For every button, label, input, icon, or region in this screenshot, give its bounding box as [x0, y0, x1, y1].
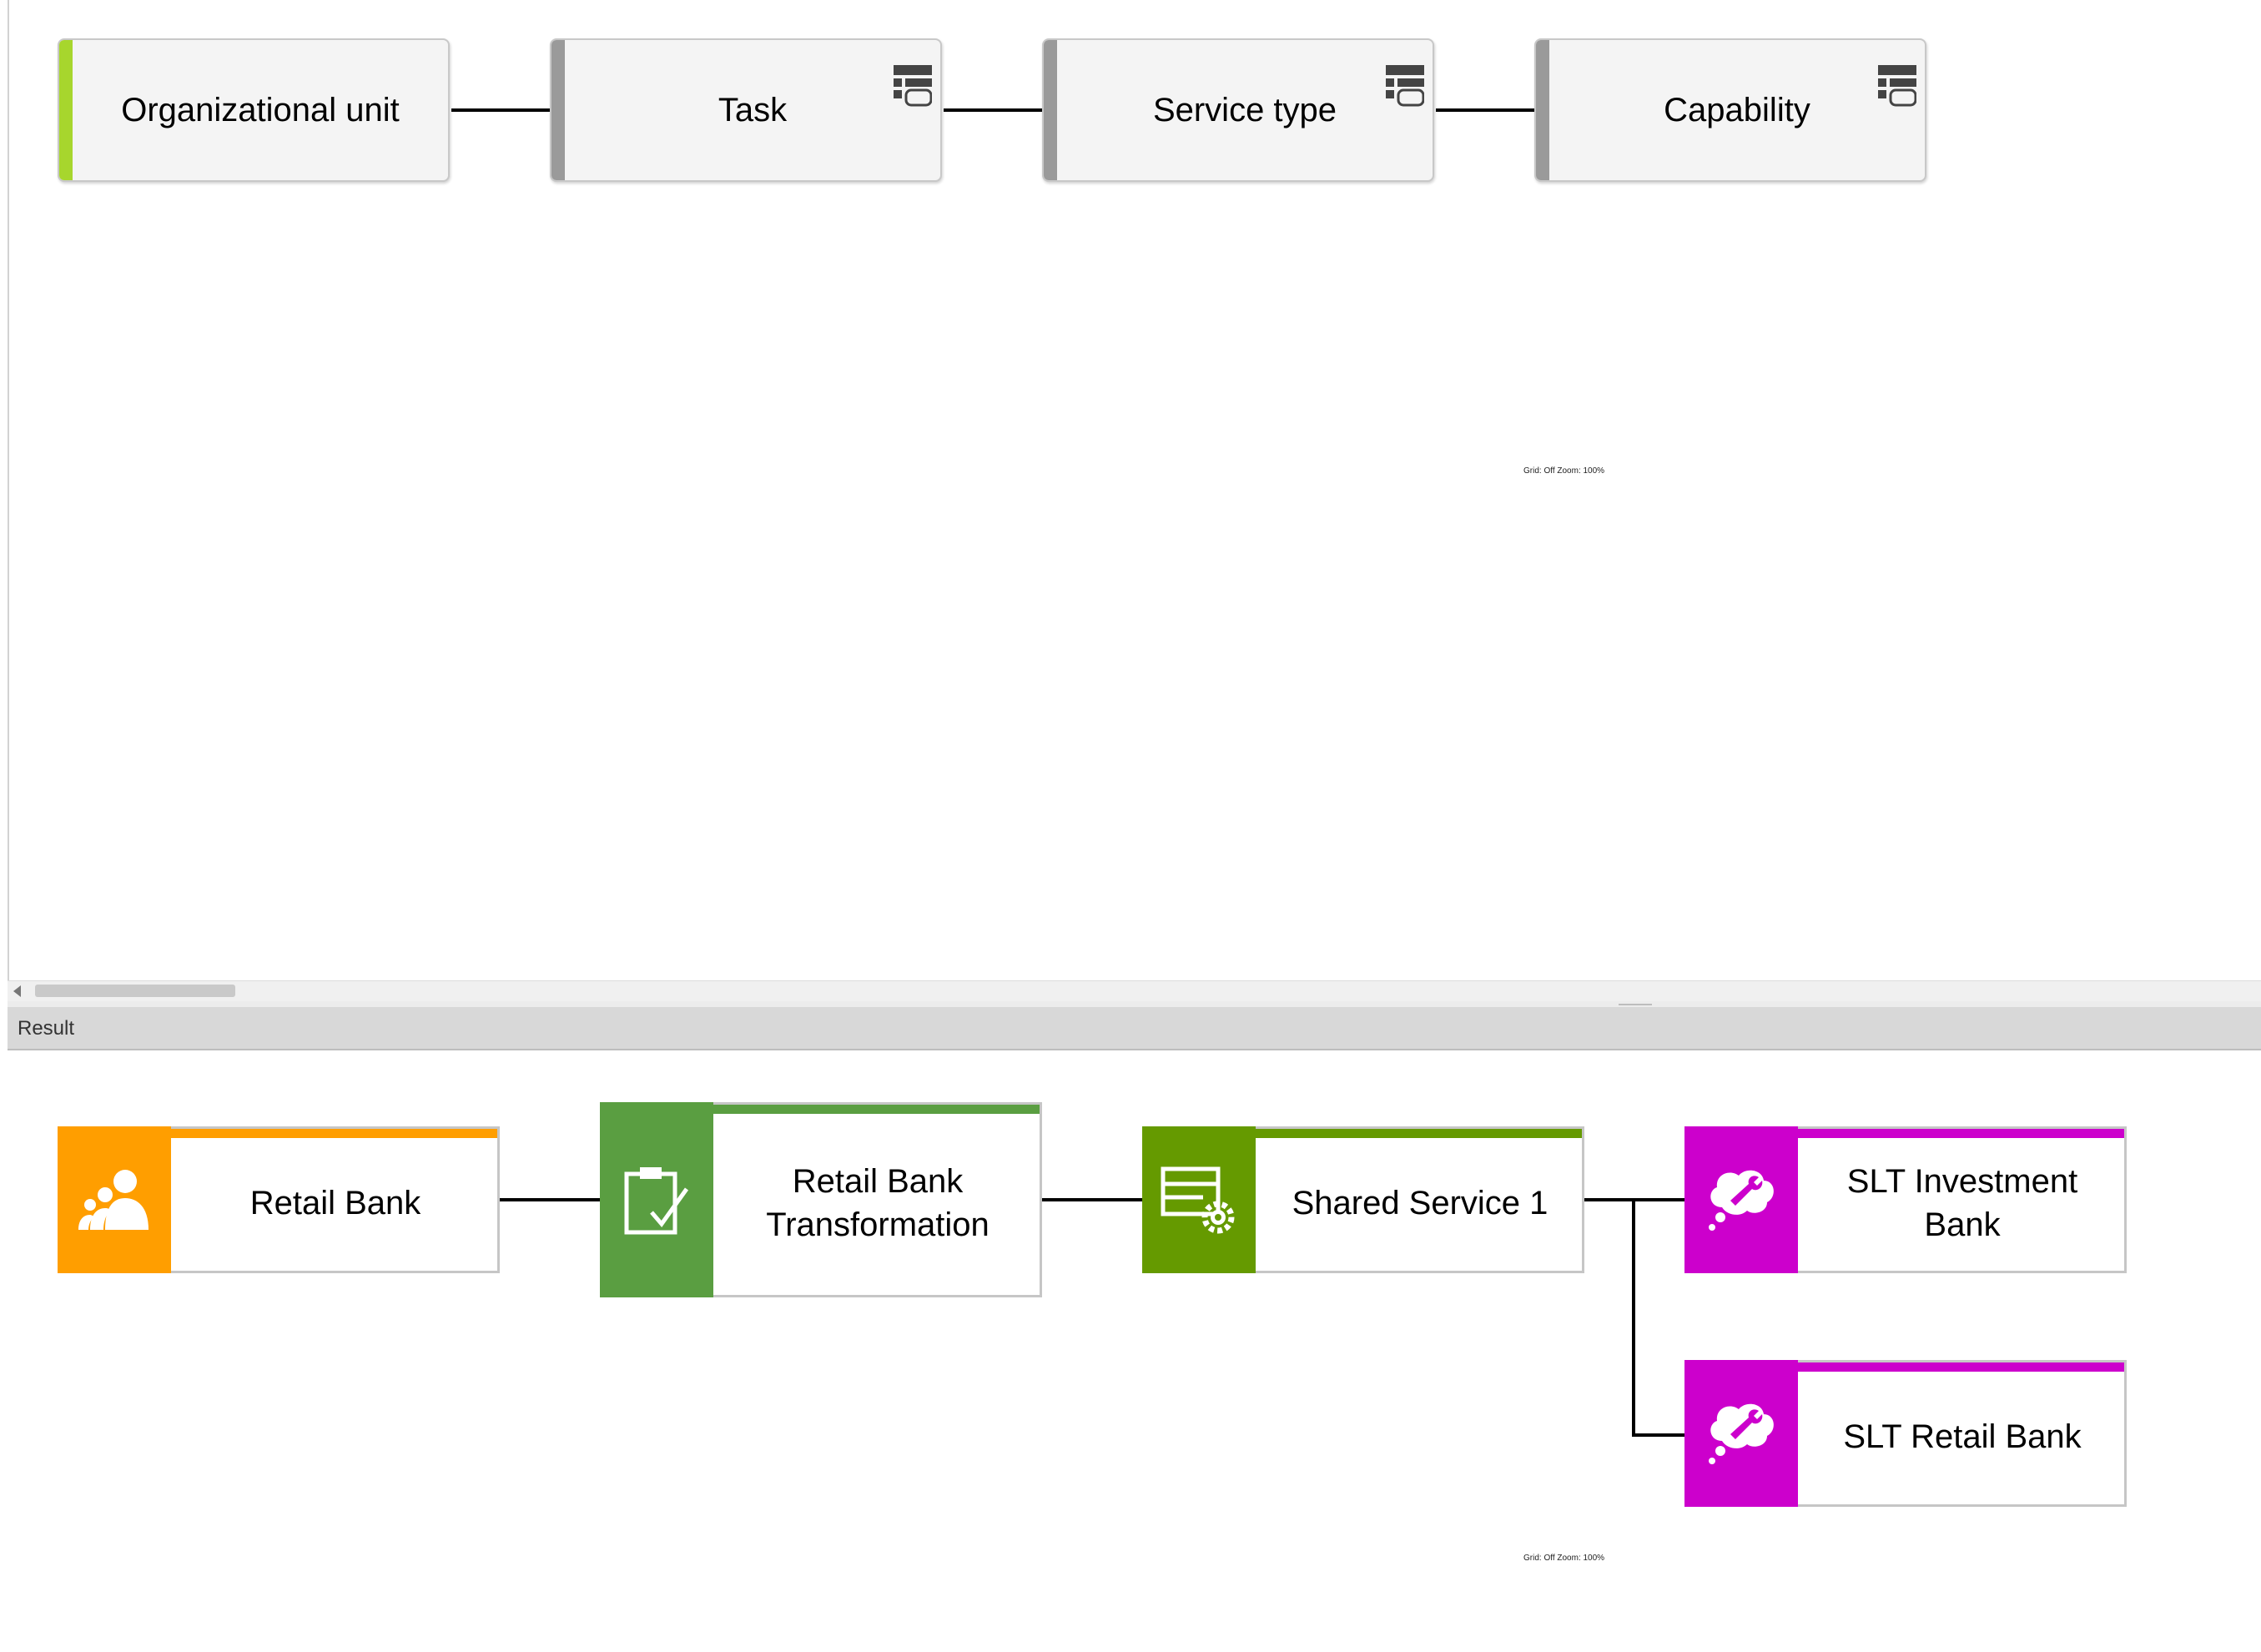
- model-box-task[interactable]: Task: [550, 38, 942, 182]
- horizontal-scrollbar[interactable]: [8, 980, 2261, 1002]
- box-color-bar: [1687, 1129, 2124, 1138]
- box-color-bar: [602, 1105, 1040, 1114]
- result-panel-title: Result: [18, 1017, 75, 1040]
- database-table-icon: [1386, 65, 1424, 107]
- result-box-label: Retail Bank: [249, 1185, 421, 1221]
- result-box-label: SLT Investment Bank: [1846, 1163, 2078, 1243]
- model-box-capability[interactable]: Capability: [1534, 38, 1926, 182]
- capability-thought-icon: [1684, 1360, 1798, 1507]
- scroll-left-arrow-icon[interactable]: [13, 985, 21, 997]
- grid-zoom-status: Grid: Off Zoom: 100%: [1523, 466, 1605, 476]
- box-color-bar: [1687, 1362, 2124, 1372]
- model-box-service-type[interactable]: Service type: [1042, 38, 1434, 182]
- model-box-label: Service type: [1152, 91, 1337, 128]
- result-box-retail-bank-transformation[interactable]: Retail Bank Transformation: [600, 1102, 1042, 1297]
- result-box-shared-service-1[interactable]: Shared Service 1: [1142, 1126, 1584, 1273]
- connector-line: [1632, 1433, 1684, 1437]
- result-box-retail-bank[interactable]: Retail Bank: [58, 1126, 500, 1273]
- object-type-stripe: [1536, 40, 1549, 180]
- connector-line: [1040, 1198, 1142, 1201]
- model-box-label: Task: [718, 91, 788, 128]
- model-box-label: Capability: [1664, 91, 1810, 128]
- service-gear-icon: [1142, 1126, 1256, 1273]
- organization-people-icon: [58, 1126, 171, 1273]
- connector-line: [498, 1198, 600, 1201]
- capability-thought-icon: [1684, 1126, 1798, 1273]
- connector-line: [451, 108, 550, 112]
- model-box-organizational-unit[interactable]: Organizational unit: [58, 38, 450, 182]
- result-box-label: SLT Retail Bank: [1843, 1418, 2082, 1455]
- result-box-label: Retail Bank Transformation: [766, 1163, 990, 1243]
- pane-splitter[interactable]: [8, 1001, 2261, 1007]
- scrollbar-thumb[interactable]: [35, 985, 235, 997]
- model-box-label: Organizational unit: [121, 91, 400, 128]
- result-box-slt-investment-bank[interactable]: SLT Investment Bank: [1684, 1126, 2127, 1273]
- result-box-slt-retail-bank[interactable]: SLT Retail Bank: [1684, 1360, 2127, 1507]
- clipboard-check-icon: [600, 1102, 713, 1297]
- splitter-grip[interactable]: [1619, 1004, 1652, 1005]
- left-border: [0, 0, 9, 1652]
- result-box-label: Shared Service 1: [1292, 1185, 1548, 1221]
- grid-zoom-status: Grid: Off Zoom: 100%: [1523, 1554, 1605, 1563]
- object-type-stripe: [1044, 40, 1057, 180]
- box-color-bar: [1145, 1129, 1582, 1138]
- object-type-stripe: [551, 40, 565, 180]
- object-type-stripe: [59, 40, 73, 180]
- database-table-icon: [1878, 65, 1916, 107]
- connector-line: [1632, 1198, 1635, 1437]
- box-color-bar: [60, 1129, 497, 1138]
- connector-line: [1436, 108, 1534, 112]
- connector-line: [944, 108, 1042, 112]
- database-table-icon: [894, 65, 932, 107]
- result-panel-header: [8, 1007, 2261, 1050]
